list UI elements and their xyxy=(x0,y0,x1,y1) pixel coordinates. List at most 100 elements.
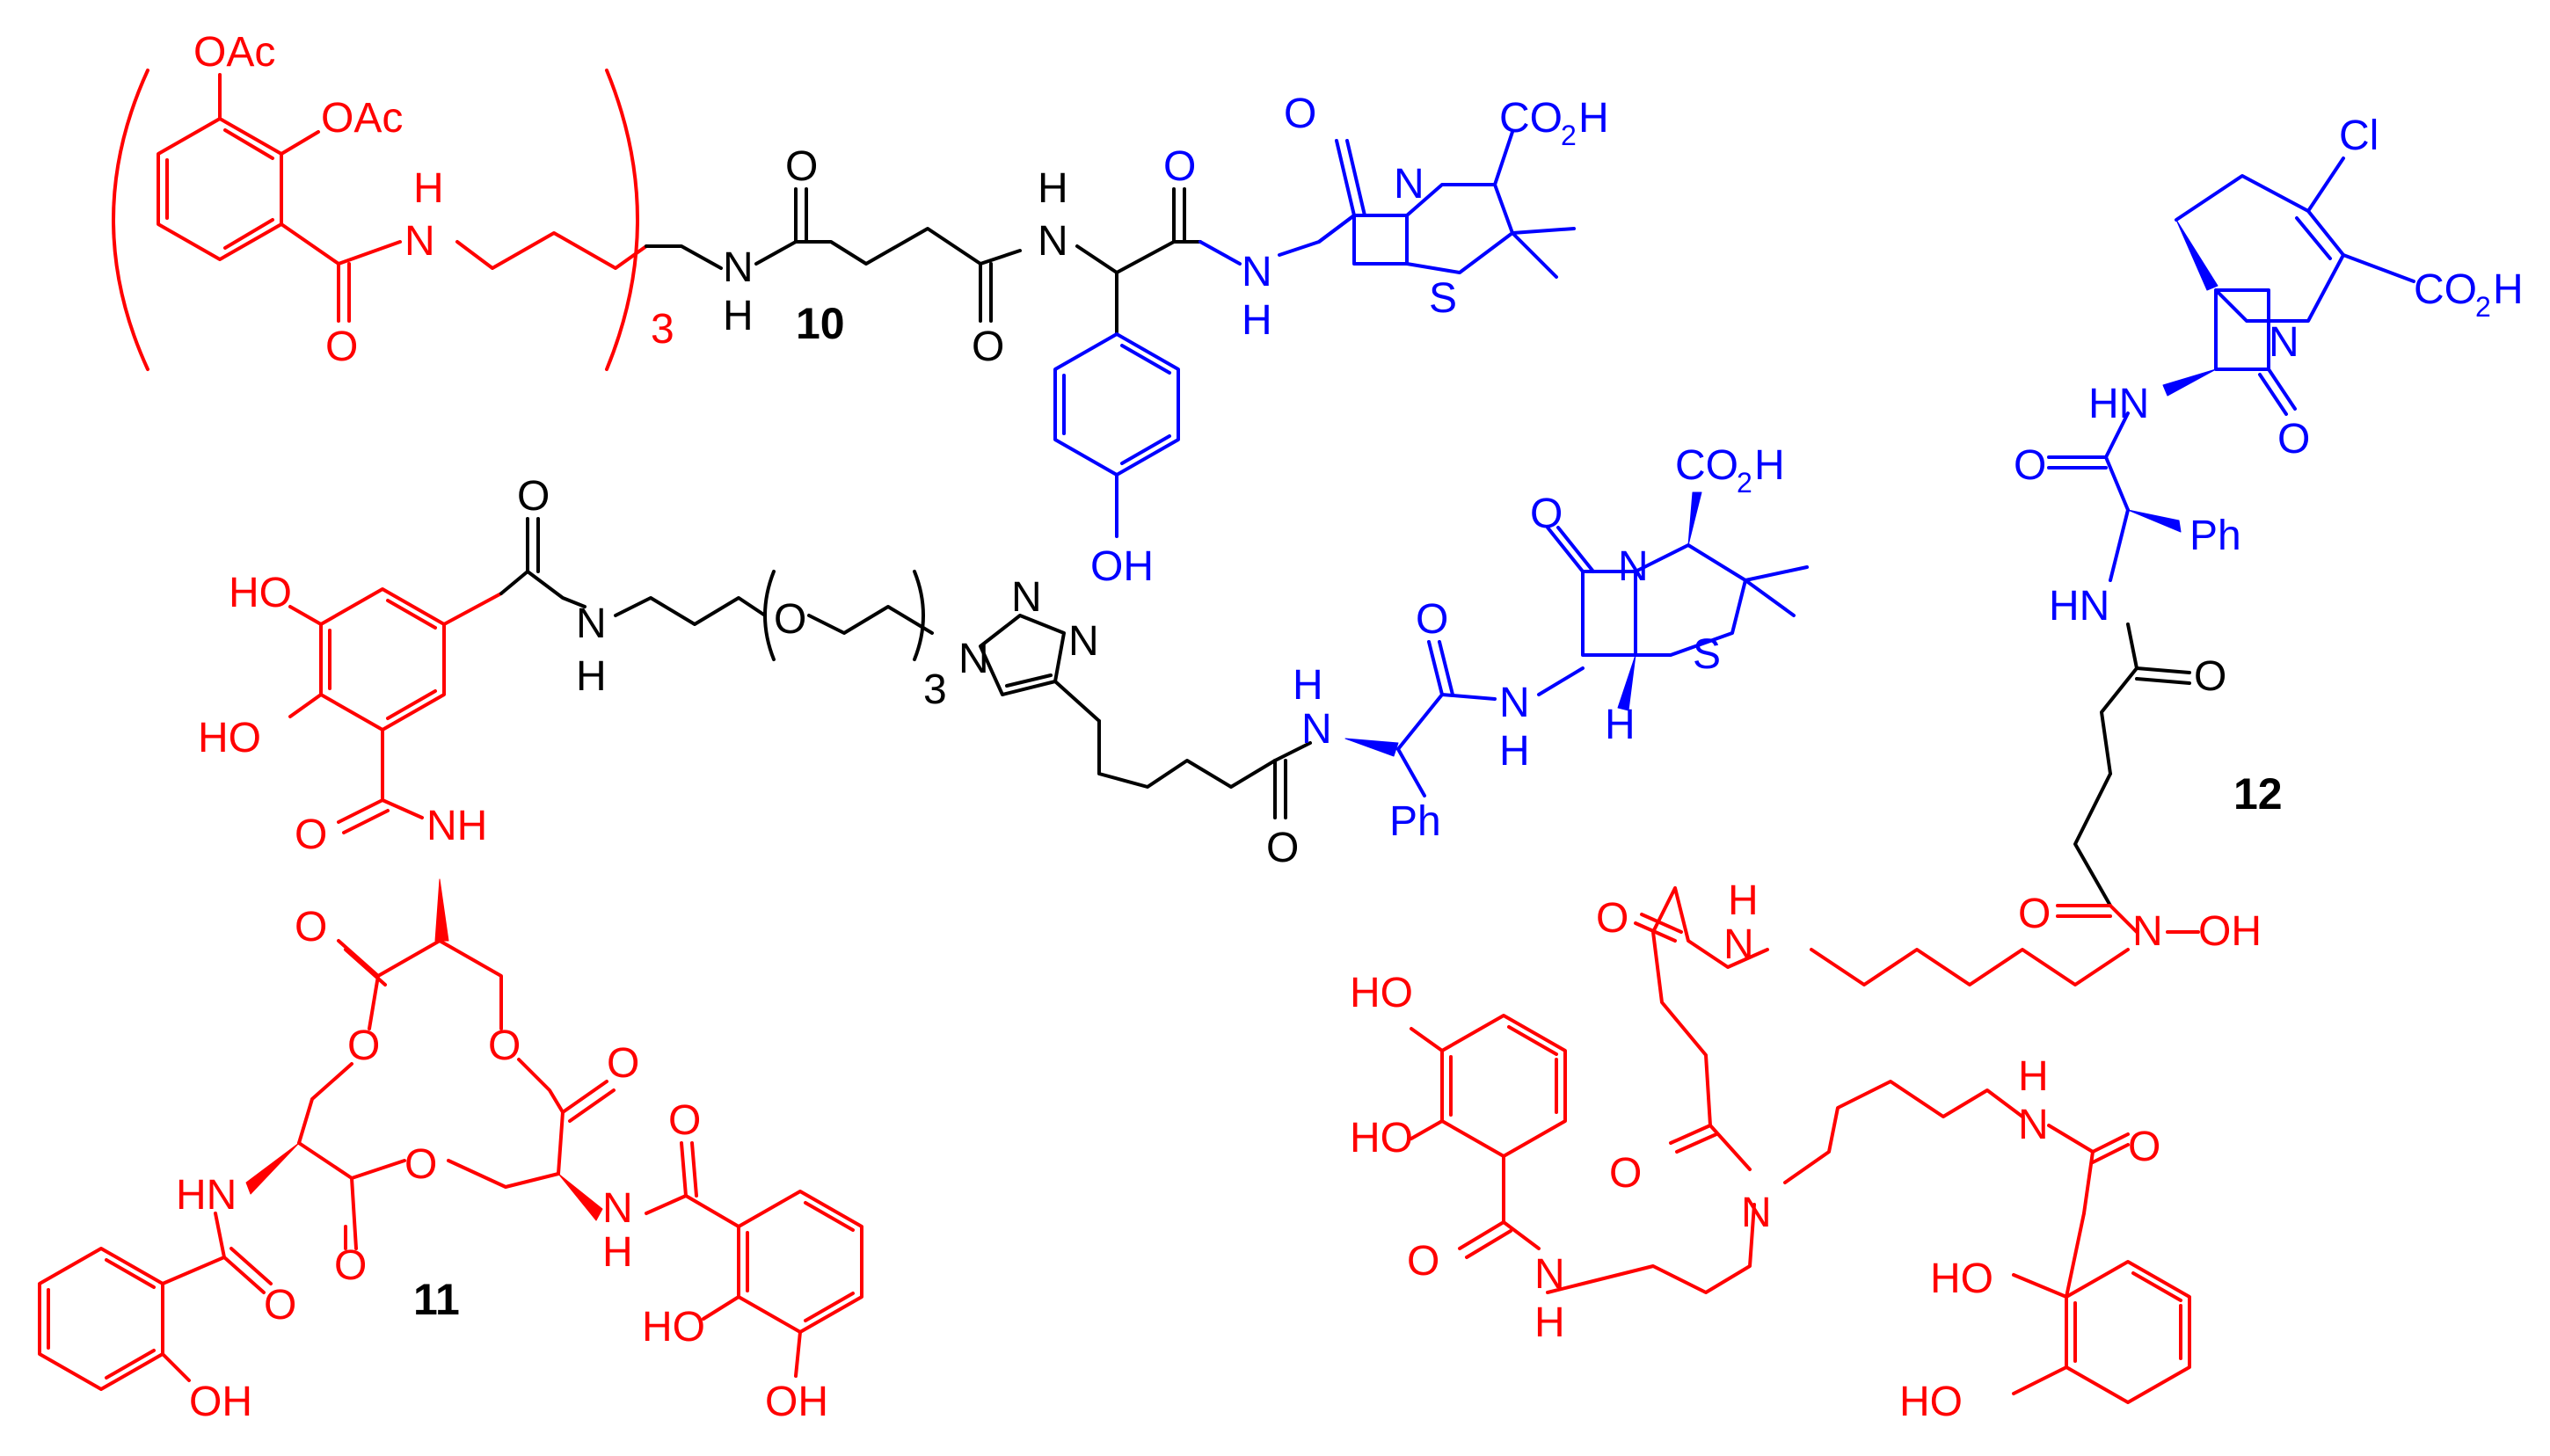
penam-core-10 xyxy=(1198,130,1576,279)
amide-h-10d: H xyxy=(1242,297,1272,344)
compound-number-12: 12 xyxy=(2233,769,2283,819)
svg-text:2: 2 xyxy=(1561,120,1577,151)
ring-n-10: N xyxy=(1394,161,1424,207)
tertiary-n-12: N xyxy=(1741,1190,1772,1236)
catechol-oh-12c: HO xyxy=(1930,1256,1993,1302)
linker-amide-h: H xyxy=(576,653,607,700)
amide-o-12e: O xyxy=(2128,1124,2160,1170)
repeat-bracket-left xyxy=(112,69,149,371)
svg-text:2: 2 xyxy=(2475,291,2491,323)
phenol-ring-10 xyxy=(1053,332,1180,538)
phenol-oh-11-left: OH xyxy=(189,1379,252,1425)
carboxylic-acid-11: CO 2 H xyxy=(1675,442,1785,499)
lactam-o-11: O xyxy=(1530,491,1563,537)
catechol-ring-10 xyxy=(157,73,723,323)
benzoyl-right-11 xyxy=(645,1141,863,1378)
chloro-12: Cl xyxy=(2339,113,2379,159)
ring-n-11: N xyxy=(1618,543,1649,590)
catechol-oh-11a: HO xyxy=(229,570,292,616)
linker-amide-n: N xyxy=(576,601,607,647)
amide-n-10b: N xyxy=(723,244,754,291)
amide-hn-12b: HN xyxy=(2049,583,2109,630)
pg-amide-h1: H xyxy=(1293,662,1323,709)
trilactone-ring-11 xyxy=(245,878,616,1250)
carbonyl-o-10a: O xyxy=(785,143,818,190)
catechol-oh-11b: HO xyxy=(198,715,261,761)
triazole-n3: N xyxy=(1068,618,1099,665)
compound-number-10: 10 xyxy=(796,299,845,348)
carbonyl-o-10b: O xyxy=(972,324,1004,370)
amide-hn-12a: HN xyxy=(2088,381,2149,427)
pg-amide-h2: H xyxy=(1499,728,1530,775)
succinyl-linker-12 xyxy=(2073,622,2191,907)
compound-number-11: 11 xyxy=(413,1275,460,1324)
ring-o-11c: O xyxy=(404,1141,437,1188)
ring-o-11b: O xyxy=(488,1023,521,1069)
repeat-bracket-right xyxy=(605,69,639,371)
amide-n-10d: N xyxy=(1242,249,1272,295)
phenyl-label-11: Ph xyxy=(1389,798,1441,845)
oac-2: OAc xyxy=(321,95,403,142)
amide-h-10b: H xyxy=(723,293,754,339)
phenol-oh-10: OH xyxy=(1090,543,1154,590)
amide-o-10a: O xyxy=(325,324,358,370)
peg-oxygen: O xyxy=(774,596,806,643)
bridge-h-11: H xyxy=(1605,702,1636,748)
right-amide-h: H xyxy=(602,1229,633,1276)
oac-1: OAc xyxy=(193,29,275,76)
catechol-right-12 xyxy=(2012,1212,2191,1404)
svg-text:CO: CO xyxy=(1675,442,1738,489)
catechol-amide-nh: NH xyxy=(426,803,487,849)
pg-amide-n1: N xyxy=(1301,706,1332,753)
catechol-oh-11c: HO xyxy=(642,1304,705,1350)
ring-o-11a: O xyxy=(347,1023,380,1069)
catechol-oh-12b: HO xyxy=(1350,1115,1413,1161)
svg-text:CO: CO xyxy=(1499,95,1563,142)
peg-bracket-right xyxy=(913,570,925,661)
ester-o-11a: O xyxy=(295,904,327,950)
ester-o-11b: O xyxy=(607,1040,639,1087)
cephem-core-12 xyxy=(2047,157,2415,582)
compound-11: HO HO O NH O N H O 3 N N N O xyxy=(38,442,1809,1425)
catechol-oh-11d: OH xyxy=(765,1379,828,1425)
pg-amide-n2: N xyxy=(1499,680,1530,726)
nh-h-top: H xyxy=(413,165,444,212)
amide-h-12c: H xyxy=(1728,877,1759,924)
amide-o-12a: O xyxy=(2014,442,2046,489)
svg-text:H: H xyxy=(1578,95,1609,142)
linker-carbonyl-o-11: O xyxy=(1266,825,1299,871)
carboxylic-acid-12: CO 2 H xyxy=(2414,266,2524,323)
phenyl-label-12: Ph xyxy=(2189,513,2241,559)
triazole-n2: N xyxy=(1011,574,1042,621)
amide-n-12c: N xyxy=(1723,921,1754,968)
triazole-n1: N xyxy=(958,636,989,682)
amide-h-10c: H xyxy=(1038,165,1068,212)
ring-n-12: N xyxy=(2269,319,2299,366)
hydroxamate-n-12: N xyxy=(2132,908,2163,955)
desferrioxamine-chain-12 xyxy=(1546,886,2200,1294)
right-amide-n: N xyxy=(602,1185,633,1232)
catechol-oh-12d: HO xyxy=(1899,1379,1963,1425)
amide-n-12e: N xyxy=(2018,1102,2049,1148)
catechol-left-12 xyxy=(1410,1014,1567,1259)
compound-10: 3 OAc OAc H N O xyxy=(112,29,1609,590)
amide-h-12f: H xyxy=(1534,1299,1565,1346)
svg-text:CO: CO xyxy=(2414,266,2477,313)
peg-repeat-count: 3 xyxy=(923,666,947,713)
left-amide-hn: HN xyxy=(176,1172,237,1219)
peg-linker-11 xyxy=(499,517,1312,819)
catechol-amide-o: O xyxy=(295,812,327,858)
amide-o-12b: O xyxy=(2194,653,2226,700)
lactam-o-12: O xyxy=(2277,416,2310,462)
amide-n-10c: N xyxy=(1038,218,1068,265)
thia-s-11: S xyxy=(1693,631,1721,678)
amide-o-12c: O xyxy=(1596,895,1628,942)
hydroxamate-o-12: O xyxy=(2018,891,2051,937)
hydroxamate-oh-12: OH xyxy=(2198,908,2262,955)
compound-12: Cl CO 2 H N O HN O Ph HN O xyxy=(1350,113,2524,1425)
amide-n-10a: N xyxy=(404,218,435,265)
right-amide-o: O xyxy=(668,1097,701,1144)
catechol-oh-12a: HO xyxy=(1350,970,1413,1016)
amide-o-12d: O xyxy=(1609,1150,1642,1197)
